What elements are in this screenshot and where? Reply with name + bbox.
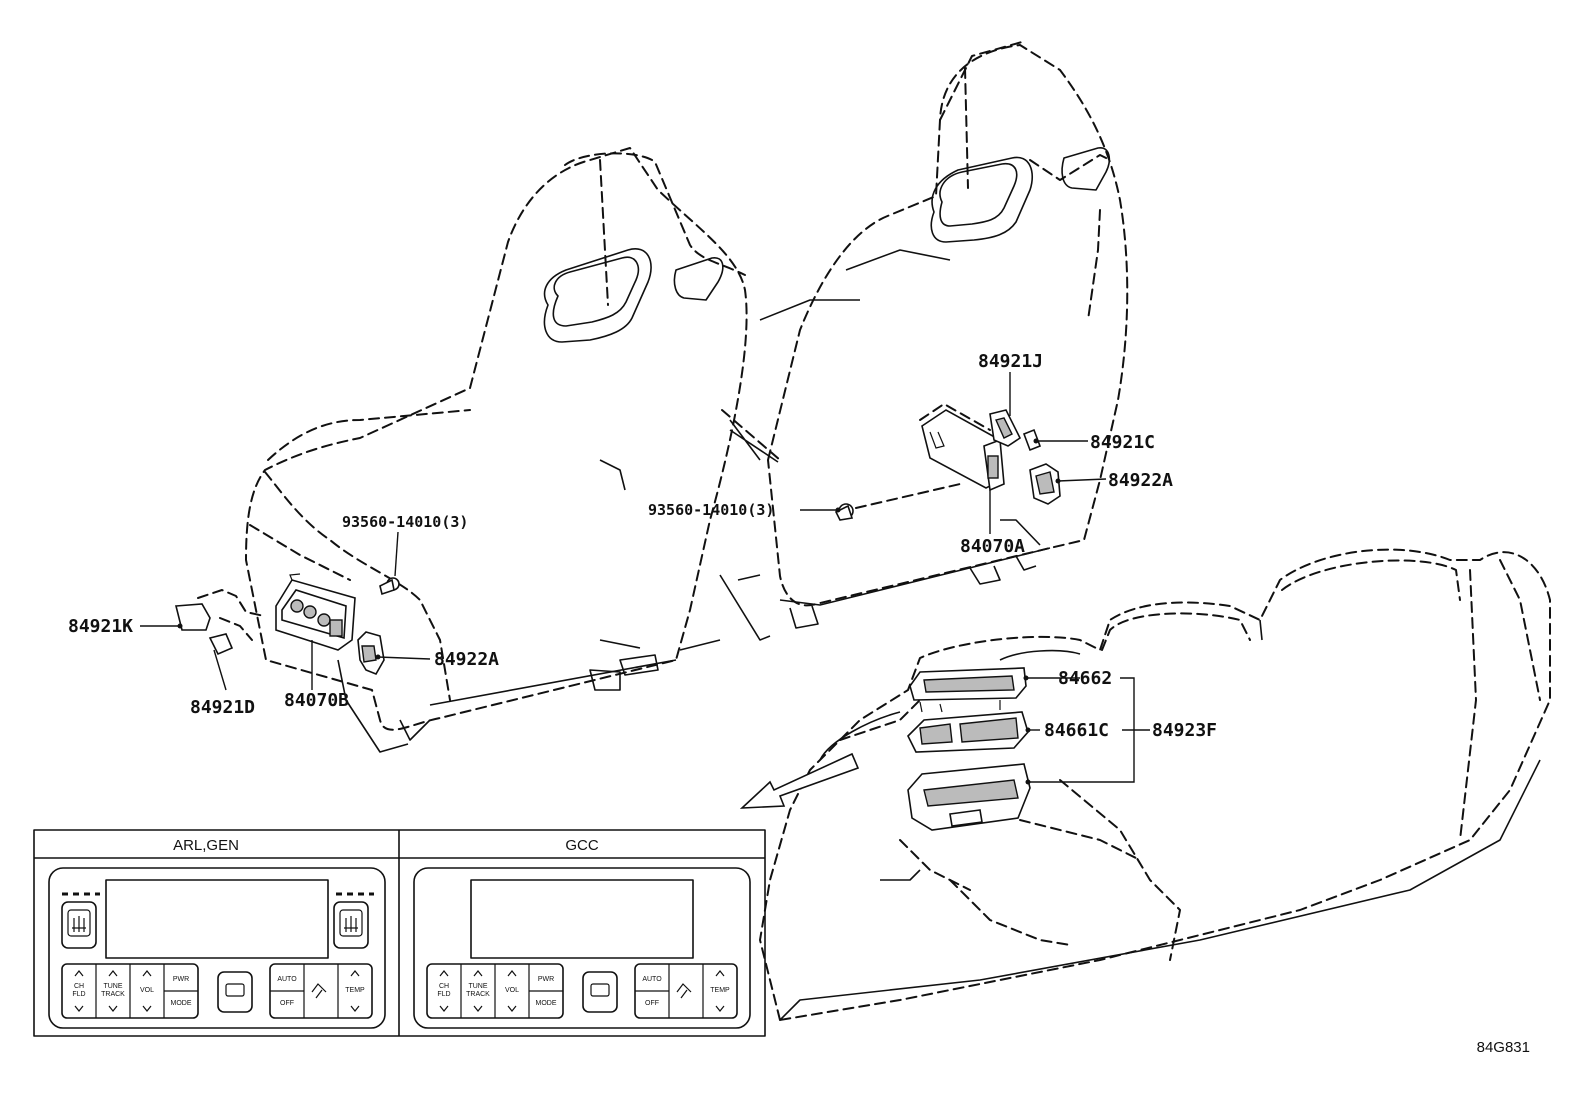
- key-tune-right: TUNE: [468, 983, 487, 990]
- panel-gcc: CH FLD TUNE TRACK VOL PWR MODE AUTO OFF …: [413, 867, 751, 1029]
- seat-heater-right-button: [333, 901, 369, 949]
- callout-93560-right: 93560-14010(3): [648, 501, 774, 519]
- part-84662: [909, 667, 1027, 713]
- panel-title-gcc: GCC: [565, 837, 599, 854]
- knob-84921C: [1022, 428, 1042, 452]
- direction-arrow: [739, 752, 860, 809]
- key-auto-right: AUTO: [642, 976, 662, 983]
- bolt-93560-right: [834, 503, 854, 521]
- panel-inset: ARL,GEN GCC: [33, 829, 766, 1037]
- panel-arl-gen: CH FLD TUNE TRACK VOL PWR MODE AUTO OFF …: [48, 867, 386, 1029]
- callout-84923F: 84923F: [1152, 720, 1217, 741]
- defrost-button-right: [582, 971, 618, 1013]
- key-ch-right: CH: [439, 983, 449, 990]
- part-84923F-housing: [907, 763, 1031, 831]
- bolt-93560-left: [379, 577, 400, 596]
- key-off-left: OFF: [280, 1000, 294, 1007]
- defrost-button-left: [217, 971, 253, 1013]
- key-pwr-left: PWR: [173, 976, 189, 983]
- key-vol-right: VOL: [505, 987, 519, 994]
- key-auto-left: AUTO: [277, 976, 297, 983]
- leader-dots: [177, 438, 1061, 785]
- key-fld-right: FLD: [437, 991, 450, 998]
- key-fld-left: FLD: [72, 991, 85, 998]
- callout-84922A-left: 84922A: [434, 649, 499, 670]
- callout-84070B: 84070B: [284, 690, 349, 711]
- callout-84922A-right: 84922A: [1108, 470, 1173, 491]
- seat-heater-left-button: [61, 901, 97, 949]
- key-off-right: OFF: [645, 1000, 659, 1007]
- callout-84921D: 84921D: [190, 697, 255, 718]
- key-pwr-right: PWR: [538, 976, 554, 983]
- right-seat-outline: [719, 41, 1129, 641]
- knob-84921D: [208, 633, 234, 656]
- switch-assembly-84070B: [275, 573, 356, 651]
- callout-84921K: 84921K: [68, 616, 133, 637]
- callout-84921J: 84921J: [978, 351, 1043, 372]
- left-seat-base-dash: [197, 589, 265, 641]
- callout-84070A: 84070A: [960, 536, 1025, 557]
- diagram-reference: 84G831: [1477, 1039, 1530, 1056]
- key-vol-left: VOL: [140, 987, 154, 994]
- leader-lines: [140, 372, 1150, 783]
- key-temp-right: TEMP: [710, 987, 730, 994]
- callout-84921C: 84921C: [1090, 432, 1155, 453]
- switch-assembly-84070A: [919, 403, 1005, 492]
- panel-title-arl-gen: ARL,GEN: [173, 837, 239, 854]
- knob-84922A-right: [1029, 463, 1061, 505]
- left-seat-outline: [245, 147, 748, 753]
- key-ch-left: CH: [74, 983, 84, 990]
- rear-seat-outline: [759, 548, 1551, 1021]
- key-mode-right: MODE: [536, 1000, 557, 1007]
- callout-84662: 84662: [1058, 668, 1112, 689]
- part-84661C: [907, 711, 1029, 753]
- key-mode-left: MODE: [171, 1000, 192, 1007]
- callout-84661C: 84661C: [1044, 720, 1109, 741]
- knob-84922A-left: [357, 631, 385, 676]
- key-track-left: TRACK: [101, 991, 125, 998]
- key-temp-left: TEMP: [345, 987, 365, 994]
- key-track-right: TRACK: [466, 991, 490, 998]
- knob-84921J: [989, 409, 1022, 447]
- callout-93560-left: 93560-14010(3): [342, 513, 468, 531]
- key-tune-left: TUNE: [103, 983, 122, 990]
- right-seat-bolt-dash: [855, 483, 961, 509]
